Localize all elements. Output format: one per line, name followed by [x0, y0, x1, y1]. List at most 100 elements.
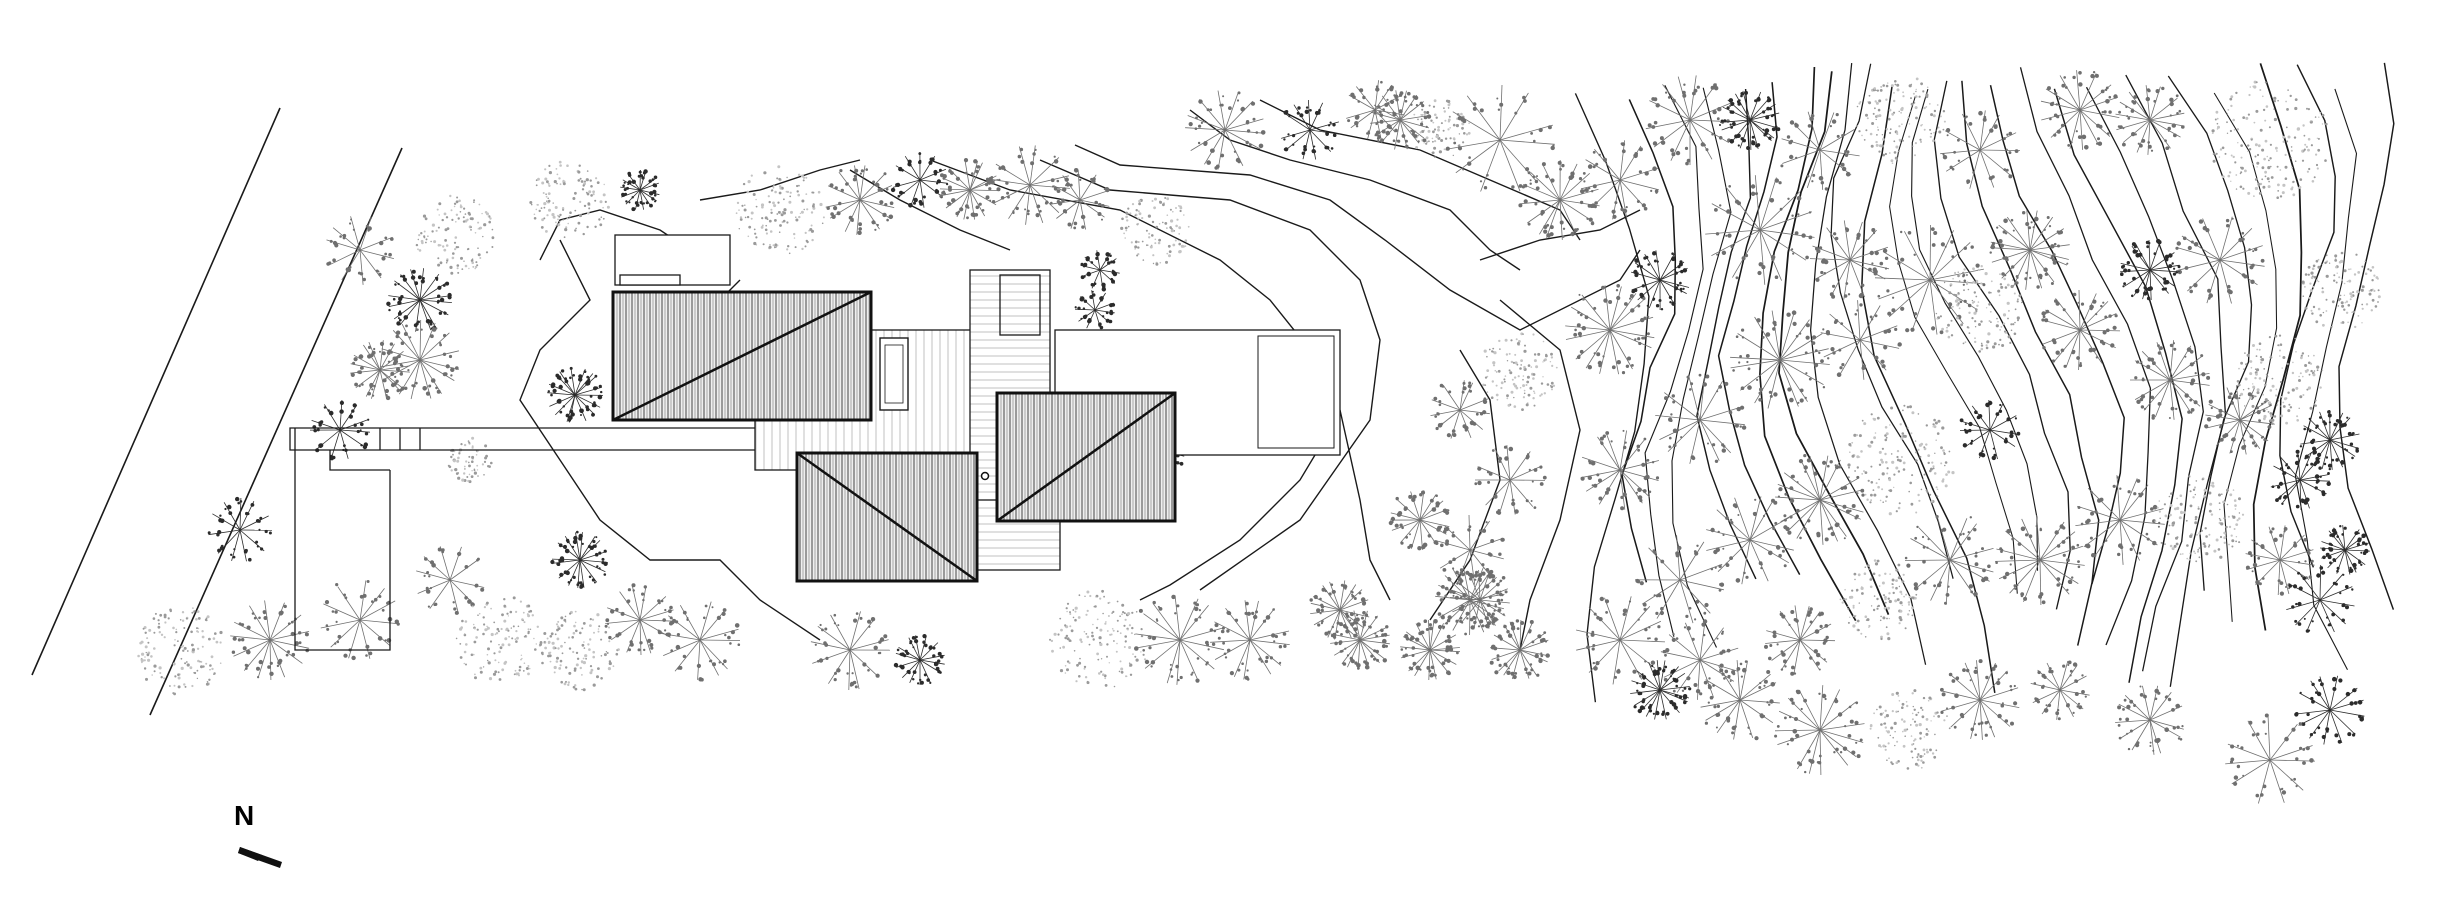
contour-line [1644, 84, 1704, 637]
tree-canopy [1774, 685, 1865, 776]
contour-line [1189, 109, 1521, 271]
tree-canopy [1994, 515, 2085, 606]
tree-canopy [2120, 238, 2181, 301]
tree-canopy [735, 165, 825, 255]
tree-canopy [1482, 332, 1558, 411]
tree-canopy [1630, 250, 1690, 311]
contour-line [1429, 349, 1501, 621]
tree-canopy [386, 268, 452, 332]
contour-line [1989, 85, 2125, 585]
tree-canopy [1518, 159, 1600, 240]
tree-canopy [230, 600, 310, 681]
contour-line [699, 159, 861, 201]
contour-line [1039, 159, 1381, 591]
contour-line [1830, 63, 1954, 579]
tree-canopy [1576, 596, 1666, 685]
tree-canopy [1820, 300, 1902, 380]
tree-canopy [1959, 399, 2021, 461]
contour-line [849, 169, 1011, 251]
contour-line [1339, 409, 1391, 601]
tree-canopy [2301, 251, 2381, 329]
tree-canopy [1940, 110, 2021, 189]
tree-canopy [1839, 559, 1918, 641]
tree-canopy [415, 194, 495, 275]
tree-canopy [2075, 475, 2165, 565]
tree-canopy [1185, 90, 1266, 170]
contour-line [1911, 88, 2039, 571]
contour-line [2213, 92, 2278, 622]
contour-line [1499, 299, 1581, 651]
tree-canopy [1634, 535, 1725, 624]
tree-canopy [1730, 310, 1830, 409]
tree-canopy [1074, 290, 1116, 330]
road-edge-lines [31, 107, 403, 716]
tree-canopy [620, 169, 660, 212]
tree-canopy [1474, 445, 1547, 515]
tree-canopy [660, 601, 741, 682]
tree-canopy [2041, 289, 2121, 371]
roof-main-house [611, 290, 873, 422]
tree-canopy [326, 216, 394, 285]
tree-canopy [207, 496, 273, 562]
tree-canopy [2154, 475, 2245, 563]
tree-canopy [2294, 675, 2365, 745]
tree-canopy [1049, 589, 1150, 688]
tree-canopy [825, 165, 895, 235]
tree-canopy [447, 436, 493, 484]
tree-canopy [320, 580, 400, 661]
tree-canopy [529, 160, 610, 239]
tree-canopy [1489, 619, 1550, 680]
tree-canopy [1080, 250, 1120, 292]
contour-line [519, 239, 821, 641]
tree-canopy [2320, 525, 2371, 575]
tree-canopy [1989, 210, 2070, 290]
tree-canopy [2299, 409, 2360, 471]
tree-canopy [1935, 265, 2023, 353]
tree-canopy [137, 607, 223, 696]
tree-canopy [1869, 689, 1951, 770]
tree-canopy [1210, 600, 1290, 681]
contour-line [1961, 80, 2100, 646]
tree-canopy [1847, 404, 1955, 516]
tree-canopy [1706, 496, 1794, 585]
contour-line [2019, 67, 2152, 646]
contour-line [2125, 74, 2227, 687]
tree-canopy [1780, 111, 1860, 191]
tree-canopy [1940, 659, 2020, 740]
roof-east-wing [995, 391, 1177, 523]
tree-canopy [1435, 565, 1505, 636]
contour-line [2252, 63, 2303, 631]
contour-line [1933, 80, 2071, 610]
tree-canopy [1630, 660, 1692, 720]
tree-canopy [1134, 594, 1225, 685]
contour-line [1074, 144, 1641, 331]
tree-canopy [2130, 340, 2211, 420]
tree-canopy [416, 546, 485, 615]
tree-canopy [2204, 385, 2275, 455]
tree-canopy [890, 151, 949, 208]
roof-south-wing [795, 451, 979, 583]
tree-canopy [2115, 685, 2184, 755]
tree-canopy [550, 530, 608, 589]
tree-canopy [2040, 70, 2120, 150]
tree-canopy [2211, 80, 2328, 199]
tree-canopy [2175, 216, 2265, 304]
tree-canopy [1430, 380, 1490, 439]
tree-canopy [1370, 90, 1432, 150]
tree-canopy [1775, 454, 1865, 545]
chimney-mark [980, 471, 990, 481]
tree-canopy [2270, 449, 2331, 511]
tree-canopy [2030, 660, 2090, 721]
tree-canopy [1705, 175, 1815, 285]
tree-canopy [1309, 580, 1370, 640]
contour-line [2053, 88, 2183, 683]
tree-canopy [1719, 90, 1781, 151]
contour-line [2338, 62, 2395, 610]
tree-canopy [1050, 168, 1110, 230]
tree-canopy [2225, 713, 2316, 804]
tree-canopy [1809, 220, 1890, 300]
contour-line [2294, 88, 2358, 670]
north-label: N [234, 800, 255, 831]
tree-canopy [2115, 85, 2185, 155]
